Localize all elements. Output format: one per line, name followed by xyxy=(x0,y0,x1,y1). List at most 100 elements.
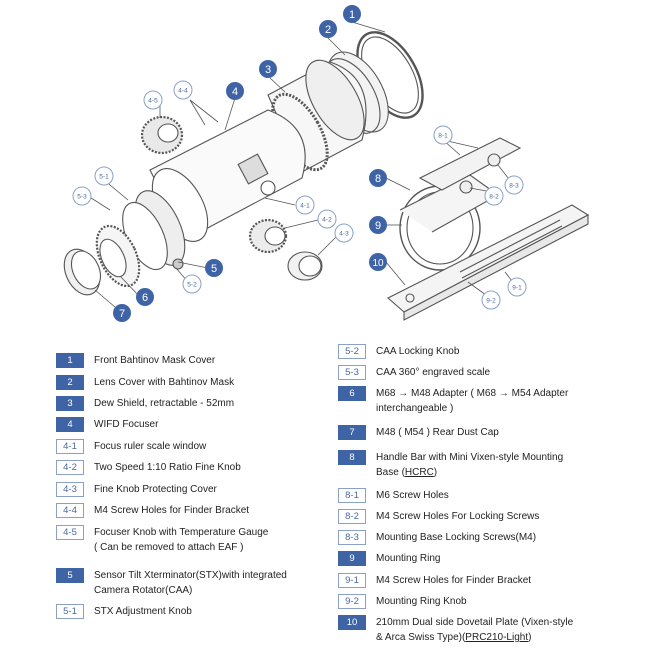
legend-badge: 8-2 xyxy=(338,509,366,524)
legend-item-5-2: 5-2 CAA Locking Knob xyxy=(338,344,459,359)
legend-label-line2: ( Can be removed to attach EAF ) xyxy=(94,542,244,553)
svg-text:9: 9 xyxy=(375,220,381,232)
svg-text:4-5: 4-5 xyxy=(148,98,158,105)
legend-item-4-4: 4-4 M4 Screw Holes for Finder Bracket xyxy=(56,503,249,518)
svg-text:2: 2 xyxy=(325,24,331,36)
callout-4-3: 4-3 xyxy=(334,223,354,243)
svg-text:4-3: 4-3 xyxy=(339,231,349,238)
major-callouts: 1 2 3 4 5 6 7 8 9 10 xyxy=(113,5,387,322)
svg-text:5-2: 5-2 xyxy=(187,282,197,289)
legend-label: CAA Locking Knob xyxy=(376,346,460,357)
legend-item-3: 3 Dew Shield, retractable - 52mm xyxy=(56,396,234,411)
callout-4-5: 4-5 xyxy=(143,90,163,110)
legend-label-line2b: ) xyxy=(433,467,438,478)
legend-label: Focuser Knob with Temperature Gauge ( Ca… xyxy=(94,525,268,555)
exploded-telescope-diagram: 1 2 3 4 5 6 7 8 9 10 4-4 4-5 5-1 5-3 5-2… xyxy=(63,5,590,322)
legend-badge: 4-5 xyxy=(56,525,84,540)
legend-label-line2a: Base ( xyxy=(376,467,405,478)
legend-badge: 9-1 xyxy=(338,573,366,588)
callout-9-1: 9-1 xyxy=(507,277,527,297)
legend-badge: 4 xyxy=(56,417,84,432)
svg-text:10: 10 xyxy=(372,258,384,269)
rear-dust-cap xyxy=(63,248,102,296)
legend-item-9-2: 9-2 Mounting Ring Knob xyxy=(338,594,467,609)
legend-label-line1: 210mm Dual side Dovetail Plate (Vixen-st… xyxy=(376,617,574,628)
legend-item-4-3: 4-3 Fine Knob Protecting Cover xyxy=(56,482,217,497)
fine-knob xyxy=(248,218,288,254)
legend-badge: 1 xyxy=(56,353,84,368)
legend-item-4-2: 4-2 Two Speed 1:10 Ratio Fine Knob xyxy=(56,460,241,475)
legend-label-line2: Camera Rotator(CAA) xyxy=(94,585,193,596)
legend-badge: 5-3 xyxy=(338,365,366,380)
legend-badge: 10 xyxy=(338,615,366,630)
svg-text:8: 8 xyxy=(375,173,381,185)
legend-item-8-1: 8-1 M6 Screw Holes xyxy=(338,488,449,503)
legend-label: Handle Bar with Mini Vixen-style Mountin… xyxy=(376,450,563,480)
legend-label: WIFD Focuser xyxy=(94,419,159,430)
legend-label: M4 Screw Holes For Locking Screws xyxy=(376,511,540,522)
legend-badge: 5 xyxy=(56,568,84,583)
legend-label-line2a: & Arca Swiss Type)( xyxy=(376,632,466,643)
svg-text:5-1: 5-1 xyxy=(99,174,109,181)
callout-8: 8 xyxy=(369,169,387,187)
callout-2: 2 xyxy=(319,20,337,38)
callout-4-4: 4-4 xyxy=(173,80,193,100)
legend-badge: 8-3 xyxy=(338,530,366,545)
legend-item-5-1: 5-1 STX Adjustment Knob xyxy=(56,604,192,619)
legend-badge: 2 xyxy=(56,375,84,390)
legend-label-line2b: ) xyxy=(528,632,532,643)
legend-badge: 5-2 xyxy=(338,344,366,359)
legend-label: Dew Shield, retractable - 52mm xyxy=(94,398,235,409)
legend-item-1: 1 Front Bahtinov Mask Cover xyxy=(56,353,215,368)
legend-item-5: 5 Sensor Tilt Xterminator(STX)with integ… xyxy=(56,568,287,598)
focuser-knob-temperature-gauge xyxy=(140,115,184,155)
svg-text:4-2: 4-2 xyxy=(322,217,332,224)
svg-text:7: 7 xyxy=(119,308,125,320)
callout-1: 1 xyxy=(343,5,361,23)
legend-label: Mounting Base Locking Screws(M4) xyxy=(376,532,537,543)
legend-label: Sensor Tilt Xterminator(STX)with integra… xyxy=(94,568,287,598)
legend-right: 5-2 CAA Locking Knob 5-3 CAA 360° engrav… xyxy=(338,0,638,650)
legend-label: Mounting Ring xyxy=(376,553,441,564)
legend-badge: 8 xyxy=(338,450,366,465)
legend-badge: 4-3 xyxy=(56,482,84,497)
legend-label: CAA 360° engraved scale xyxy=(376,367,491,378)
legend-item-4: 4 WIFD Focuser xyxy=(56,417,158,432)
callout-6: 6 xyxy=(136,288,154,306)
legend-item-8: 8 Handle Bar with Mini Vixen-style Mount… xyxy=(338,450,563,480)
svg-text:8-2: 8-2 xyxy=(489,194,499,201)
legend-badge: 7 xyxy=(338,425,366,440)
legend-label: Front Bahtinov Mask Cover xyxy=(94,355,216,366)
legend-label: M6 Screw Holes xyxy=(376,490,449,501)
legend-label-line1: Focuser Knob with Temperature Gauge xyxy=(94,527,269,538)
dovetail-plate xyxy=(387,204,590,321)
legend-label-line1: Handle Bar with Mini Vixen-style Mountin… xyxy=(376,452,564,463)
svg-text:4: 4 xyxy=(232,86,238,98)
legend-label: 210mm Dual side Dovetail Plate (Vixen-st… xyxy=(376,615,573,645)
callout-9: 9 xyxy=(369,216,387,234)
legend-badge: 9 xyxy=(338,551,366,566)
svg-text:6: 6 xyxy=(142,292,148,304)
legend-badge: 8-1 xyxy=(338,488,366,503)
callout-4-2: 4-2 xyxy=(317,209,337,229)
callout-5: 5 xyxy=(205,259,223,277)
legend-item-7: 7 M48 ( M54 ) Rear Dust Cap xyxy=(338,425,499,440)
legend-label: M4 Screw Holes for Finder Bracket xyxy=(94,505,250,516)
legend-item-8-2: 8-2 M4 Screw Holes For Locking Screws xyxy=(338,509,539,524)
prc210-link-text: PRC210-Light xyxy=(465,632,529,643)
svg-text:9-2: 9-2 xyxy=(486,298,496,305)
legend-label-line2: interchangeable ) xyxy=(376,403,454,414)
svg-text:9-1: 9-1 xyxy=(512,285,522,292)
legend-left: 1 Front Bahtinov Mask Cover 2 Lens Cover… xyxy=(56,0,326,650)
legend-item-9-1: 9-1 M4 Screw Holes for Finder Bracket xyxy=(338,573,531,588)
focuser-body xyxy=(149,109,306,242)
legend-item-6: 6 M68 → M48 Adapter ( M68 → M54 Adapter … xyxy=(338,386,568,416)
callout-3: 3 xyxy=(259,60,277,78)
legend-label: STX Adjustment Knob xyxy=(94,606,192,617)
legend-item-9: 9 Mounting Ring xyxy=(338,551,440,566)
callout-10: 10 xyxy=(369,253,387,271)
legend-label: Fine Knob Protecting Cover xyxy=(94,484,217,495)
m68-m48-adapter xyxy=(95,224,141,288)
minor-callouts: 4-4 4-5 5-1 5-3 5-2 4-1 4-2 4-3 8-1 8-2 … xyxy=(72,80,527,310)
legend-label: Two Speed 1:10 Ratio Fine Knob xyxy=(94,462,241,473)
